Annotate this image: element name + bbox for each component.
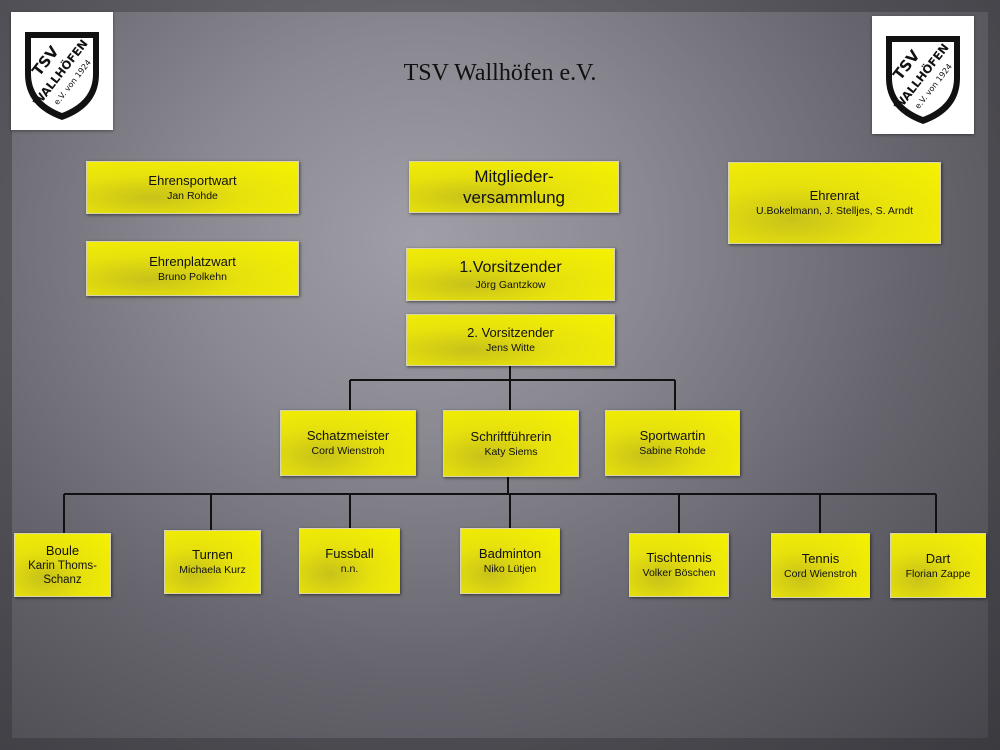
box-turnen: Turnen Michaela Kurz — [164, 530, 261, 594]
box-person: Cord Wienstroh — [784, 567, 857, 580]
box-person: Florian Zappe — [905, 567, 971, 580]
box-dart: Dart Florian Zappe — [890, 533, 986, 598]
box-ehrensportwart: Ehrensportwart Jan Rohde — [86, 161, 299, 214]
shield-logo-icon: TSV WALLHÖFEN e.V. von 1924 — [886, 36, 960, 124]
box-sportwartin: Sportwartin Sabine Rohde — [605, 410, 740, 476]
box-1-vorsitzender: 1.Vorsitzender Jörg Gantzkow — [406, 248, 615, 301]
box-title: Badminton — [478, 546, 542, 561]
box-person: Jens Witte — [485, 342, 535, 354]
box-tischtennis: Tischtennis Volker Böschen — [629, 533, 729, 597]
box-person: Jörg Gantzkow — [475, 278, 546, 291]
box-2-vorsitzender: 2. Vorsitzender Jens Witte — [406, 314, 615, 366]
box-person: n.n. — [340, 563, 359, 575]
box-person: Bruno Polkehn — [158, 270, 227, 283]
box-title: Schriftführerin — [470, 428, 552, 444]
box-ehrenplatzwart: Ehrenplatzwart Bruno Polkehn — [86, 241, 299, 296]
club-logo-right: TSV WALLHÖFEN e.V. von 1924 — [872, 16, 974, 134]
box-person: Cord Wienstroh — [311, 445, 385, 457]
box-fussball: Fussball n.n. — [299, 528, 400, 594]
box-person: Volker Böschen — [642, 567, 716, 579]
box-title: Dart — [925, 550, 951, 566]
box-title: Sportwartin — [639, 428, 706, 443]
box-person: Sabine Rohde — [639, 445, 706, 457]
box-title: Turnen — [192, 547, 233, 562]
page-title: TSV Wallhöfen e.V. — [403, 60, 597, 86]
shield-logo-icon: TSV WALLHÖFEN e.V. von 1924 — [25, 32, 99, 120]
box-person: Michaela Kurz — [179, 564, 246, 576]
box-tennis: Tennis Cord Wienstroh — [771, 533, 870, 598]
box-person: Niko Lütjen — [483, 563, 537, 575]
box-title: Schatzmeister — [306, 428, 390, 443]
box-boule: Boule Karin Thoms-Schanz — [14, 533, 111, 597]
box-title: 1.Vorsitzender — [459, 258, 562, 276]
box-title: Boule — [45, 543, 80, 558]
box-title: Tischtennis — [646, 550, 712, 565]
box-person: Jan Rohde — [167, 189, 218, 202]
box-title: Tennis — [801, 550, 840, 566]
box-person: Katy Siems — [484, 445, 538, 458]
box-title: 2. Vorsitzender — [467, 325, 554, 340]
box-mitgliederversammlung: Mitglieder-versammlung — [409, 161, 619, 213]
box-badminton: Badminton Niko Lütjen — [460, 528, 560, 594]
box-title: Fussball — [325, 546, 374, 561]
box-title: Ehrensportwart — [148, 172, 237, 188]
box-person: U.Bokelmann, J. Stelljes, S. Arndt — [756, 205, 913, 217]
box-title: Ehrenplatzwart — [149, 253, 236, 269]
box-title: Ehrenrat — [809, 188, 860, 203]
box-schatzmeister: Schatzmeister Cord Wienstroh — [280, 410, 416, 476]
box-title: Mitglieder-versammlung — [462, 167, 566, 207]
club-logo-left: TSV WALLHÖFEN e.V. von 1924 — [11, 12, 113, 130]
box-ehrenrat: Ehrenrat U.Bokelmann, J. Stelljes, S. Ar… — [728, 162, 941, 244]
box-person: Karin Thoms-Schanz — [28, 560, 97, 586]
box-schriftfuehrerin: Schriftführerin Katy Siems — [443, 410, 579, 477]
